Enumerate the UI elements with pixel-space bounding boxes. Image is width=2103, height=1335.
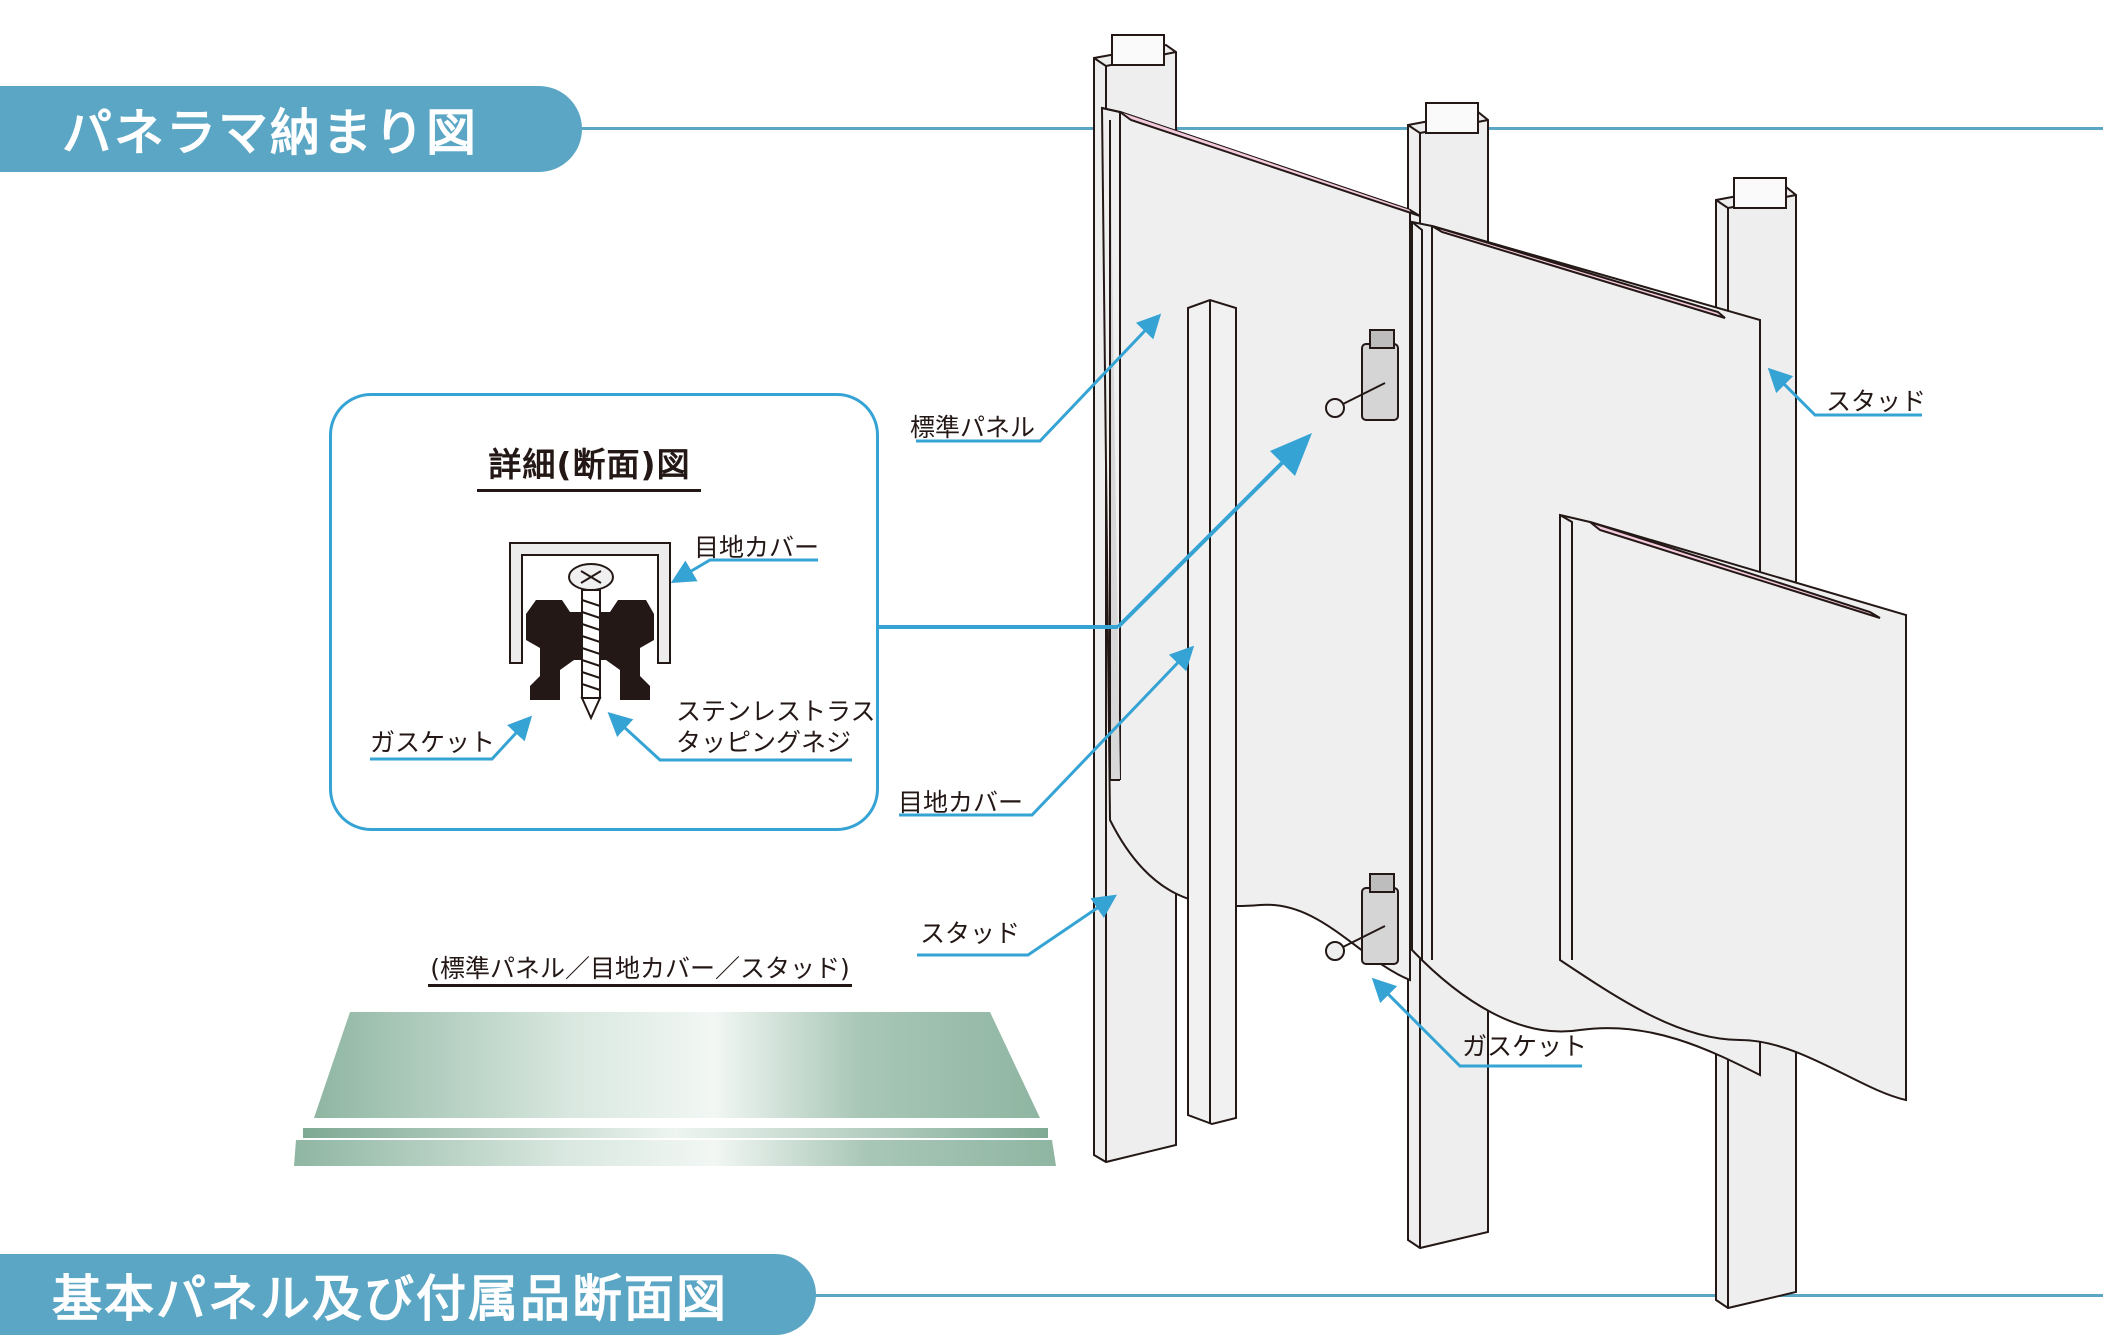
detail-label-screw-1: ステンレストラス bbox=[676, 697, 876, 726]
gasket-clip-icon bbox=[1361, 873, 1399, 965]
screw-icon bbox=[1325, 382, 1386, 418]
leader-detail-screw bbox=[607, 711, 852, 762]
standard-panel-right bbox=[1559, 513, 1907, 1102]
leader-joint-cover bbox=[899, 645, 1195, 817]
sample-panel-strip bbox=[294, 1012, 1056, 1166]
detail-label-screw-2: タッピングネジ bbox=[676, 728, 852, 757]
leader-gasket bbox=[1371, 977, 1582, 1068]
gasket-clip-icon bbox=[1361, 329, 1399, 421]
screw-icon bbox=[1325, 925, 1386, 961]
section-title-cross-section: 基本パネル及び付属品断面図 bbox=[0, 1254, 816, 1335]
joint-cover-section bbox=[509, 542, 671, 664]
leader-stud-right bbox=[1767, 367, 1922, 417]
standard-panel-left bbox=[1100, 106, 1421, 982]
detail-label-gasket: ガスケット bbox=[370, 728, 496, 757]
leader-detail-joint-cover bbox=[670, 558, 818, 584]
callout-stud-right: スタッド bbox=[1826, 387, 1927, 416]
section-title-text: パネラマ納まり図 bbox=[62, 104, 478, 162]
detail-label-joint-cover: 目地カバー bbox=[694, 533, 820, 562]
sample-caption: (標準パネル／目地カバー／スタッド) bbox=[430, 954, 850, 983]
screw-icon bbox=[568, 563, 614, 721]
section-title-text: 基本パネル及び付属品断面図 bbox=[52, 1269, 728, 1328]
section-title-nosamari: パネラマ納まり図 bbox=[0, 86, 582, 172]
joint-cover-part bbox=[1187, 298, 1237, 1126]
leader-standard-panel bbox=[916, 313, 1162, 443]
callout-joint-cover: 目地カバー bbox=[898, 788, 1024, 817]
arrow-icon bbox=[879, 433, 1312, 629]
callout-stud-left: スタッド bbox=[920, 919, 1021, 948]
callout-standard-panel: 標準パネル bbox=[910, 413, 1036, 442]
section-divider-bottom bbox=[810, 1294, 2103, 1297]
leader-detail-gasket bbox=[370, 715, 533, 761]
detail-title: 詳細(断面)図 bbox=[488, 445, 691, 484]
leader-stud-left bbox=[917, 894, 1117, 957]
section-divider-top bbox=[582, 127, 2103, 130]
callout-gasket: ガスケット bbox=[1462, 1032, 1588, 1061]
sample-caption-underline bbox=[428, 984, 852, 987]
detail-title-underline bbox=[477, 489, 701, 492]
